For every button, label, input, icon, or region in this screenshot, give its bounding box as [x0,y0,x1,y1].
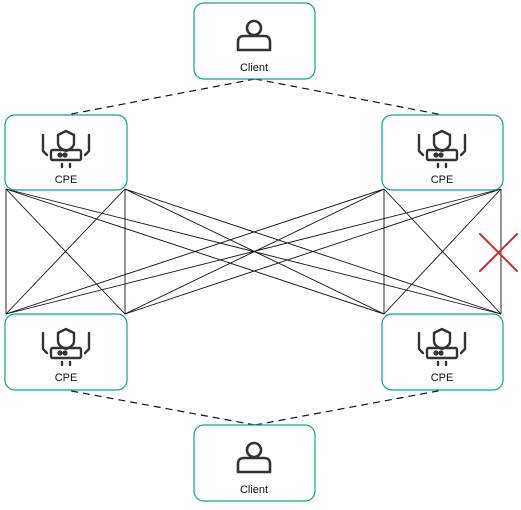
cpe-top-left-label: CPE [55,174,78,186]
client-bottom-label: Client [240,484,268,496]
red-x-icon [479,233,518,272]
client-top-node[interactable]: Client [193,2,316,80]
mesh-cross-7 [5,188,502,315]
link-client-bottom-cpe-left [65,389,256,426]
cpe-top-left-node[interactable]: CPE [4,114,128,191]
cpe-bottom-right-node[interactable]: CPE [381,313,504,391]
mesh-cross-5 [5,188,385,315]
cpe-top-right-label: CPE [431,174,454,186]
link-client-bottom-cpe-right [254,389,444,426]
client-bottom-node[interactable]: Client [193,424,316,502]
cpe-mesh-links [5,188,502,315]
mesh-cross-8 [124,188,502,315]
client-top-label: Client [240,62,268,74]
mesh-right-cross-b [383,188,502,315]
link-client-top-cpe-left [65,78,256,116]
client-links [65,78,444,426]
cpe-bottom-right-label: CPE [431,372,454,384]
cpe-bottom-left-label: CPE [55,372,78,384]
cpe-top-right-node[interactable]: CPE [381,114,504,191]
cpe-bottom-left-node[interactable]: CPE [4,313,128,391]
link-client-top-cpe-right [254,78,444,116]
mesh-left-cross-b [5,188,126,315]
